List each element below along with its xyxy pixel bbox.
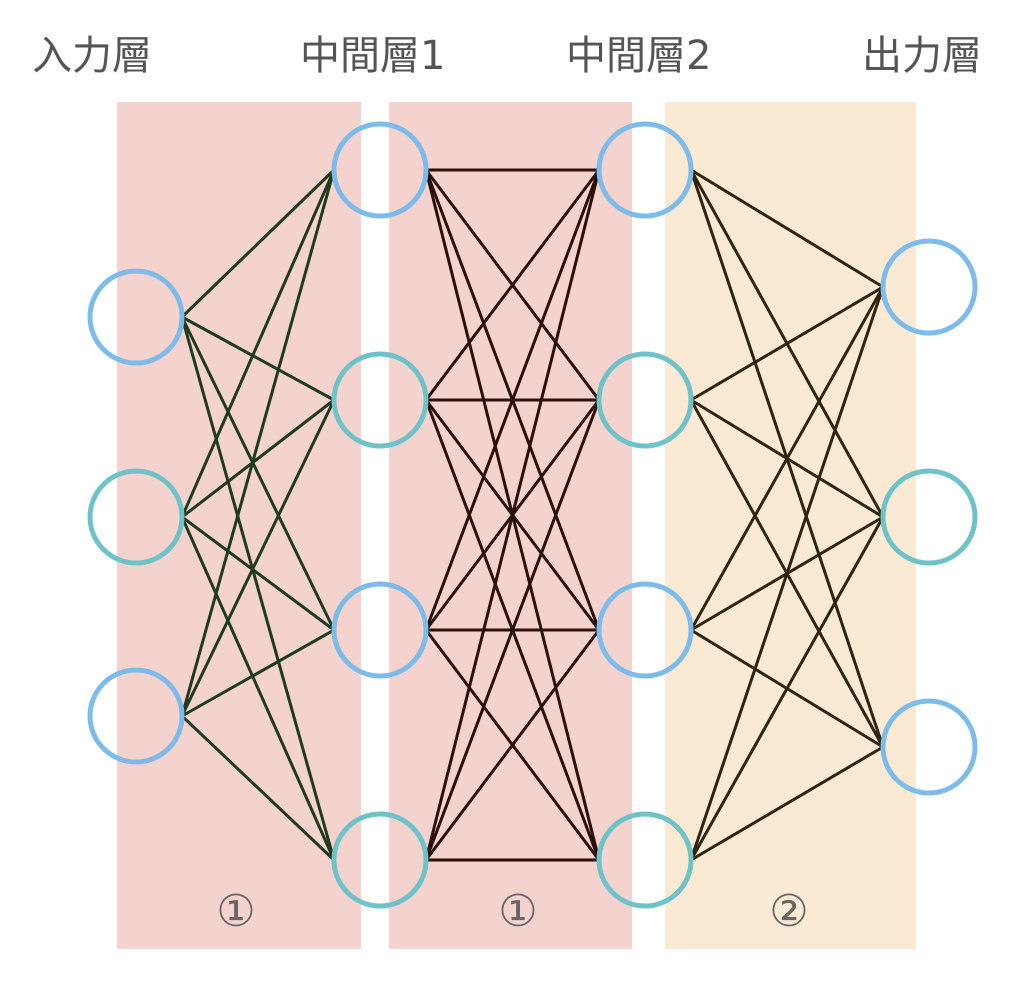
region-1-label: ① [216,886,255,937]
input-hidden1-edge [180,316,336,861]
hidden2-output-edge [690,168,884,289]
hidden1-hidden2-edge [424,399,601,861]
hidden1-hidden2-edge [424,169,601,861]
hidden2-output-edge [689,516,885,861]
hidden1-hidden2-edge [424,169,601,401]
hidden-layer-1-label: 中間層1 [300,33,446,79]
input-hidden1-edge [180,168,336,319]
region-3-label: ② [769,886,808,937]
region-3-background [665,102,916,949]
input-hidden1-edge [181,315,335,402]
input-node [87,667,185,765]
hidden2-node [596,351,694,449]
input-node [87,268,185,366]
hidden2-node [596,581,694,679]
hidden1-node [331,121,429,219]
input-hidden1-edge [180,316,336,631]
hidden2-output-edge [689,286,885,631]
output-node [880,468,978,566]
input-hidden1-edge [181,628,335,718]
hidden1-node [331,811,429,909]
output-node [880,238,978,336]
input-hidden1-edge [180,516,336,861]
hidden1-hidden2-edge [424,169,601,631]
neuron-nodes [87,121,978,909]
input-hidden1-edge [181,398,335,519]
connection-edges [180,168,885,862]
hidden1-node [331,351,429,449]
hidden2-output-edge [689,286,885,861]
input-hidden1-edge [180,714,336,862]
output-layer-label: 出力層 [862,33,982,79]
input-hidden1-edge [180,169,336,518]
input-hidden1-edge [180,169,336,717]
input-node [87,468,185,566]
hidden2-node [596,121,694,219]
input-hidden1-edge [180,399,336,717]
hidden-layer-2-label: 中間層2 [566,33,712,79]
region-2-label: ① [498,886,537,937]
input-layer-label: 入力層 [32,33,152,79]
hidden1-node [331,581,429,679]
hidden1-hidden2-edge [424,629,601,861]
output-node [880,698,978,796]
hidden2-node [596,811,694,909]
input-hidden1-edge [181,515,335,632]
hidden2-output-edge [690,745,884,862]
hidden2-output-edge [690,285,884,402]
